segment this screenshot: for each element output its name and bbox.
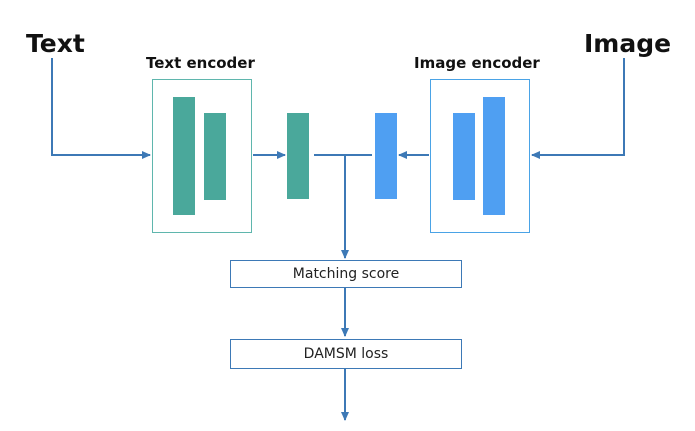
- text-encoder-layer-1: [173, 97, 195, 215]
- image-encoder-layer-2: [483, 97, 505, 215]
- image-encoder-title: Image encoder: [414, 54, 540, 72]
- image-input-label: Image: [584, 29, 672, 58]
- image-input-arrow: [531, 58, 625, 159]
- damsm-loss-box: DAMSM loss: [230, 339, 462, 369]
- text-feature-vector: [287, 113, 309, 199]
- text-encoder-title: Text encoder: [146, 54, 255, 72]
- text-input-arrow: [51, 58, 151, 159]
- matching-score-box: Matching score: [230, 260, 462, 288]
- image-encoder-box: [430, 79, 530, 233]
- image-feature-vector: [375, 113, 397, 199]
- text-input-label: Text: [26, 29, 85, 58]
- text-encoder-layer-2: [204, 113, 226, 200]
- text-encoder-box: [152, 79, 252, 233]
- image-encoder-layer-1: [453, 113, 475, 200]
